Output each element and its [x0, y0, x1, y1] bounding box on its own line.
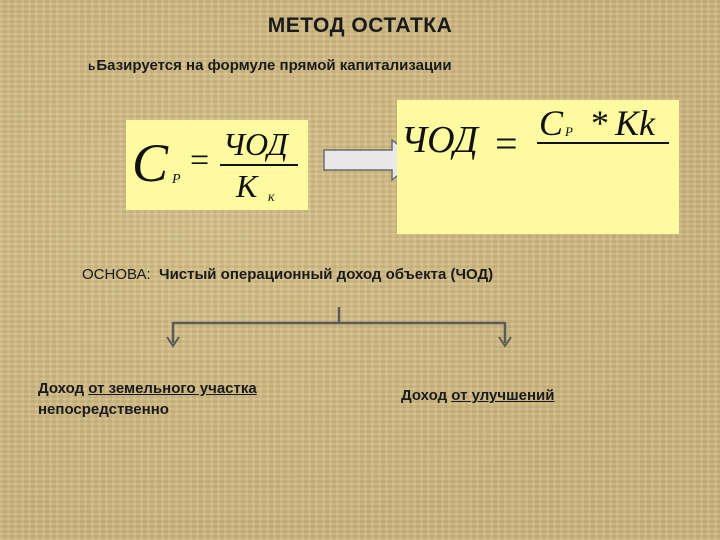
formula-left-equals: =	[190, 142, 210, 179]
formula-left-lhs: С	[132, 133, 169, 193]
basis-text: Чистый операционный доход объекта (ЧОД)	[159, 266, 494, 283]
formula-left-fraction-bar	[220, 164, 298, 166]
income-improvements-prefix: Доход	[401, 387, 452, 404]
income-land-underlined: от земельного участка	[88, 380, 257, 397]
formula-left-denominator-sub: к	[268, 190, 275, 205]
basis-row: ОСНОВА: Чистый операционный доход объект…	[82, 266, 493, 283]
basis-label: ОСНОВА:	[82, 266, 151, 283]
bullet-glyph: ь	[88, 59, 96, 73]
formula-left-box: С Р = ЧОД К к	[126, 120, 308, 210]
formula-left-denominator: К	[236, 168, 258, 204]
formula-right-numerator-sub: Р	[565, 124, 573, 139]
formula-right-box: ЧОД = С Р * Kk	[397, 100, 679, 234]
formula-left-numerator: ЧОД	[223, 126, 288, 162]
arrow-down-right-icon	[498, 336, 512, 348]
formula-left-lhs-sub: Р	[172, 172, 181, 187]
formula-right-multiply: *	[591, 103, 609, 143]
income-land-prefix: Доход	[38, 380, 89, 397]
arrow-down-left-icon	[166, 336, 180, 348]
income-improvements-underlined: от улучшений	[451, 387, 555, 404]
formula-right-equals: =	[495, 121, 518, 166]
formula-right-numerator-coef: Kk	[615, 103, 655, 143]
formula-right-numerator-var: С	[539, 103, 564, 143]
subtitle-text: Базируется на формуле прямой капитализац…	[96, 57, 452, 74]
formula-right-fraction-bar	[537, 142, 669, 144]
income-land-text: Доход от земельного участка непосредстве…	[38, 378, 328, 420]
formula-right-lhs: ЧОД	[401, 119, 478, 161]
subtitle-row: ьБазируется на формуле прямой капитализа…	[88, 57, 452, 74]
branch-arrows	[166, 307, 512, 348]
income-land-suffix: непосредственно	[38, 401, 169, 418]
income-improvements-text: Доход от улучшений	[401, 385, 554, 406]
slide-title: МЕТОД ОСТАТКА	[267, 14, 453, 37]
